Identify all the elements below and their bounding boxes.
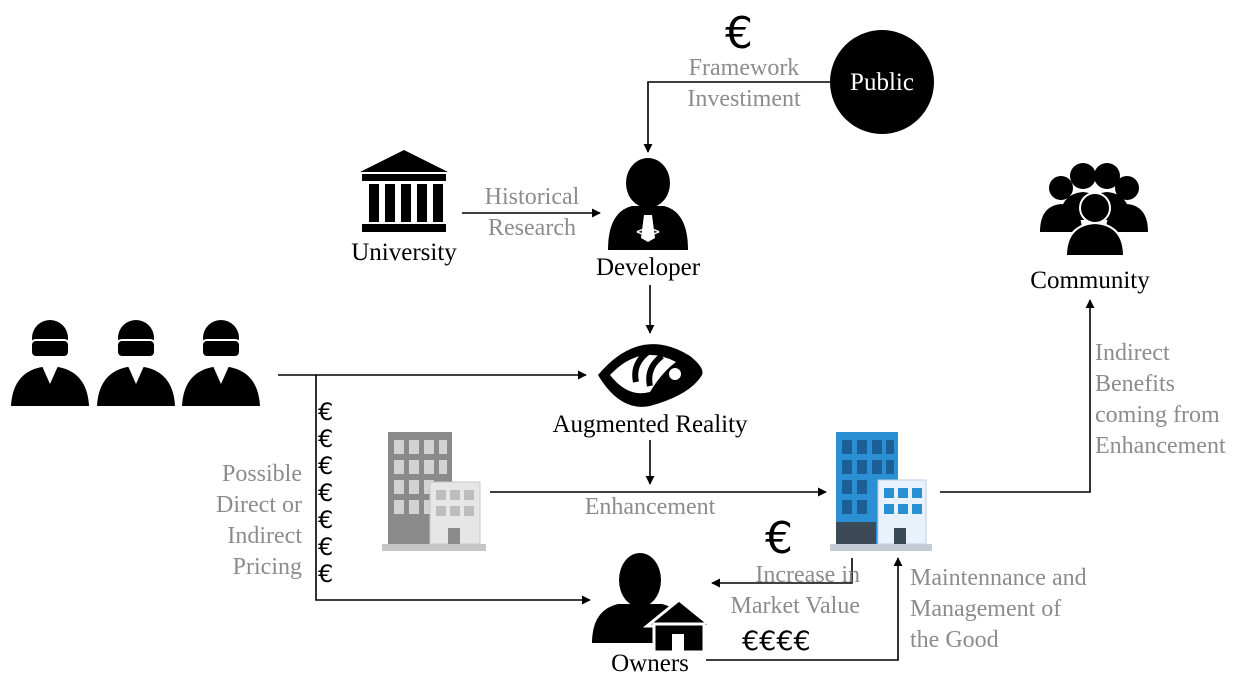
- euro-stack-pricing: € € € € € € €: [318, 399, 333, 588]
- enhanced-building-icon: [830, 432, 932, 551]
- flow-label-line: Indirect: [227, 523, 302, 549]
- arrow-building-to-community: [940, 299, 1095, 493]
- node-label-community: Community: [1030, 267, 1150, 294]
- euro-icon: €: [318, 452, 334, 480]
- flow-label-indirect-benefits: Indirect Benefits coming from Enhancemen…: [1095, 338, 1226, 462]
- flow-label-line: Historical: [484, 184, 580, 210]
- flow-label-line: Framework: [688, 55, 800, 81]
- arrow-public-to-developer: [643, 81, 830, 153]
- euro-icon-market-value: €: [765, 513, 793, 564]
- community-icon: [1040, 163, 1148, 257]
- flow-label-historical-research: Historical Research: [485, 182, 580, 244]
- flow-label-line: Investiment: [687, 86, 801, 112]
- developer-icon: </>: [608, 158, 688, 250]
- euro-icon: €: [318, 425, 334, 453]
- flow-label-maintenance: Maintennance and Management of the Good: [910, 563, 1087, 656]
- node-label-public: Public: [850, 69, 914, 96]
- node-label-owners: Owners: [611, 650, 689, 677]
- flow-label-enhancement: Enhancement: [584, 494, 716, 520]
- flow-label-line: Indirect: [1095, 340, 1170, 366]
- old-building-icon: [382, 432, 486, 551]
- node-label-developer: Developer: [595, 254, 701, 281]
- vr-user-icon: [11, 320, 89, 406]
- flow-label-line: the Good: [910, 627, 999, 653]
- public-circle: [830, 30, 934, 134]
- flow-label-line: Direct or: [216, 492, 302, 518]
- flow-label-line: Pricing: [232, 554, 302, 580]
- euro-icon: €: [318, 506, 334, 534]
- flow-label-line: coming from: [1095, 402, 1220, 428]
- node-label-augmented-reality: Augmented Reality: [552, 411, 748, 438]
- euro-icon: €: [318, 479, 334, 507]
- flow-label-line: Possible: [221, 461, 302, 487]
- euro-icon-multiple: €€€€: [742, 626, 811, 657]
- flow-label-line: Research: [488, 215, 576, 241]
- flow-label-line: Maintennance and: [910, 565, 1087, 591]
- vr-user-icon: [182, 320, 260, 406]
- flow-label-line: Market Value: [730, 593, 860, 619]
- flow-label-line: Benefits: [1095, 371, 1175, 397]
- arrow-owners-to-building: [706, 557, 903, 661]
- owner-house-icon: [592, 553, 716, 654]
- flow-label-line: Management of: [910, 596, 1062, 622]
- arrow-users-to-owners: [315, 375, 591, 605]
- flow-label-line: Enhancement: [1095, 433, 1226, 459]
- augmented-reality-eye-icon: [598, 344, 703, 407]
- flow-label-market-value: Increase in Market Value: [730, 560, 860, 622]
- flow-label-line: Increase in: [755, 562, 860, 588]
- euro-icon-public: €: [725, 8, 753, 59]
- vr-user-icon: [97, 320, 175, 406]
- euro-icon: €: [318, 533, 334, 561]
- flow-label-framework-investment: Framework Investiment: [687, 53, 800, 115]
- university-icon: [360, 150, 448, 232]
- euro-icon: €: [318, 398, 334, 426]
- arrow-building-to-owners: [711, 558, 853, 588]
- euro-icon: €: [318, 560, 334, 588]
- node-label-university: University: [351, 239, 457, 266]
- svg-text:</>: </>: [636, 225, 660, 240]
- flow-label-pricing: Possible Direct or Indirect Pricing: [216, 459, 302, 583]
